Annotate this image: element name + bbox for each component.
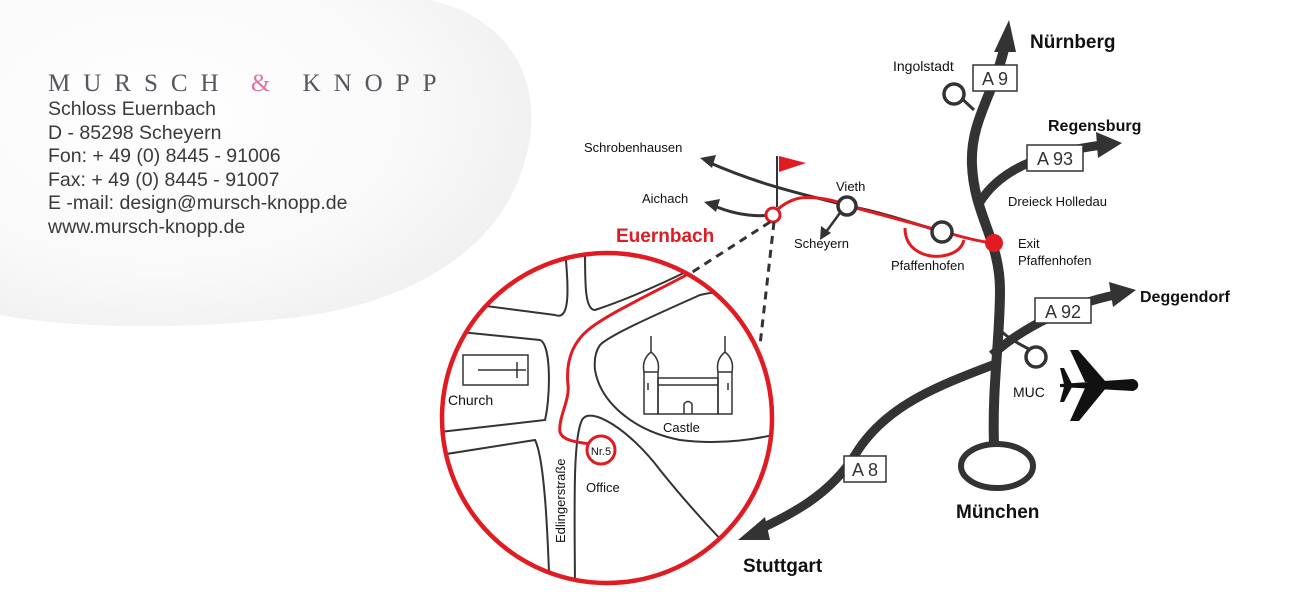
marker-muc [1024, 345, 1048, 369]
label-street: Edlingerstraße [553, 458, 568, 543]
muenchen-ring [958, 441, 1036, 491]
label-euernbach: Euernbach [616, 226, 714, 247]
address-line-1: Schloss Euernbach [48, 98, 217, 120]
brand-name-right: KNOPP [302, 70, 450, 97]
email-address[interactable]: E -mail: design@mursch-knopp.de [48, 192, 348, 214]
arrow-nuernberg [994, 20, 1016, 52]
arrow-schrobenhausen [700, 155, 716, 168]
label-muenchen: München [956, 502, 1039, 523]
zoom-lines [679, 220, 776, 346]
label-vieth: Vieth [836, 179, 865, 194]
arrow-aichach [704, 199, 720, 212]
label-nuernberg: Nürnberg [1030, 32, 1116, 53]
shield-a8: A 8 [843, 455, 887, 483]
route-loop-pfaffenhofen [903, 227, 966, 258]
label-exit-line-2: Pfaffenhofen [1018, 253, 1092, 268]
marker-ingolstadt [942, 82, 966, 106]
a9-label: A 9 [982, 69, 1008, 89]
castle-icon [642, 336, 734, 415]
label-pfaffenhofen: Pfaffenhofen [891, 258, 965, 273]
marker-pfaffenhofen [930, 220, 954, 244]
a93-label: A 93 [1037, 149, 1073, 169]
label-scheyern: Scheyern [794, 236, 849, 251]
company-logo: MURSCH & KNOPP [48, 70, 450, 98]
shield-a93: A 93 [1026, 144, 1084, 172]
marker-vieth [836, 195, 858, 217]
label-dreieck-holledau: Dreieck Holledau [1008, 194, 1107, 209]
brand-ampersand: & [250, 70, 284, 97]
marker-euernbach [764, 206, 782, 224]
town-markers [836, 82, 1048, 369]
map-labels: Nürnberg Regensburg Deggendorf München S… [584, 32, 1230, 577]
a92-label: A 92 [1045, 302, 1081, 322]
label-ingolstadt: Ingolstadt [893, 58, 954, 74]
fax-number: Fax: + 49 (0) 8445 - 91007 [48, 168, 280, 191]
label-house-number: Nr.5 [591, 446, 611, 458]
airplane-icon [1060, 350, 1139, 421]
a8-label: A 8 [852, 460, 878, 480]
arrow-regensburg [1096, 132, 1122, 158]
phone-number: Fon: + 49 (0) 8445 - 91006 [48, 145, 281, 167]
address-line-2: D - 85298 Scheyern [48, 121, 222, 144]
label-aichach: Aichach [642, 191, 688, 206]
label-exit-line-1: Exit [1018, 236, 1040, 251]
label-schrobenhausen: Schrobenhausen [584, 140, 682, 155]
brand-name-left: MURSCH [48, 70, 232, 97]
website-link[interactable]: www.mursch-knopp.de [48, 215, 246, 238]
shield-a92: A 92 [1034, 297, 1092, 324]
label-muc: MUC [1013, 384, 1045, 400]
marker-exit-pfaffenhofen [985, 234, 1003, 252]
arrow-stuttgart [738, 517, 770, 540]
label-office: Office [586, 480, 620, 495]
contact-block: MURSCH & KNOPP Schloss Euernbach D - 852… [48, 70, 450, 239]
inset-route [558, 263, 706, 446]
office-marker [585, 434, 617, 466]
label-regensburg: Regensburg [1048, 118, 1141, 135]
arrow-scheyern [820, 226, 831, 240]
flag-icon [776, 156, 806, 207]
highway-arrows [700, 20, 1136, 540]
church-icon [462, 354, 529, 386]
arrow-deggendorf [1109, 282, 1136, 307]
highway-shields: A 9 A 93 A 92 A 8 [843, 64, 1092, 483]
label-church: Church [448, 392, 493, 408]
aichach-road [711, 203, 773, 218]
label-castle: Castle [663, 420, 700, 435]
inset-detail-map: Nr.5 Church Castle Office Edlingerstraße [439, 250, 775, 586]
label-deggendorf: Deggendorf [1140, 289, 1230, 306]
label-stuttgart: Stuttgart [743, 556, 823, 577]
shield-a9: A 9 [972, 64, 1018, 92]
a8-road [756, 358, 1000, 535]
